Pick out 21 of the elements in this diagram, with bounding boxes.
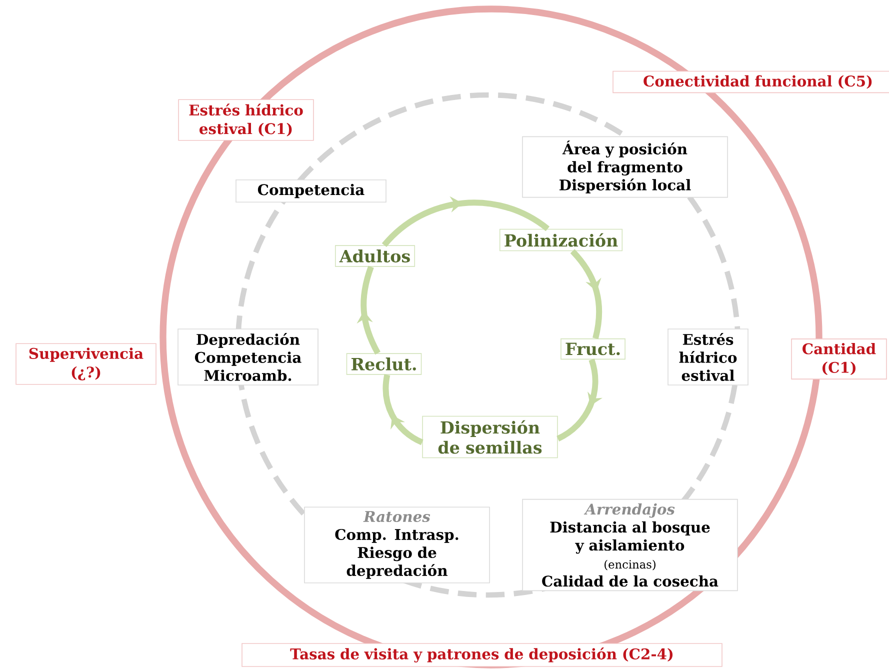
- factor-box: Arrendajos Distancia al bosque y aislamiento (encinas) Calidad de la cosecha: [522, 498, 738, 592]
- cycle-arrow: [556, 358, 603, 442]
- cycle-arrow: [382, 374, 424, 446]
- factor-box: Ratones Comp. Intrasp. Riesgo de depredación: [304, 506, 490, 584]
- stage-box: Fruct.: [560, 338, 626, 360]
- factor-box: Conectividad funcional (C5): [612, 70, 889, 94]
- factor-box: Tasas de visita y patrones de deposición (C2-4): [242, 643, 722, 667]
- cycle-arrow: [382, 196, 550, 248]
- factor-box: Área y posición del fragmento Dispersión local: [522, 136, 728, 198]
- stage-box: Polinización: [499, 228, 623, 252]
- cycle-arrow: [356, 266, 380, 355]
- factor-box: Depredación Competencia Microamb.: [178, 328, 318, 386]
- stage-box: Dispersión de semillas: [422, 416, 558, 458]
- factor-box: Estrés hídrico estival: [668, 328, 748, 386]
- factor-box: Competencia: [236, 180, 386, 202]
- factor-box: Supervivencia (¿?): [16, 343, 156, 385]
- stage-box: Reclut.: [346, 353, 422, 375]
- cycle-arrow: [570, 249, 602, 340]
- factor-box: Cantidad (C1): [791, 338, 887, 380]
- factor-box: Estrés hídrico estival (C1): [178, 99, 314, 141]
- stage-box: Adultos: [335, 245, 416, 267]
